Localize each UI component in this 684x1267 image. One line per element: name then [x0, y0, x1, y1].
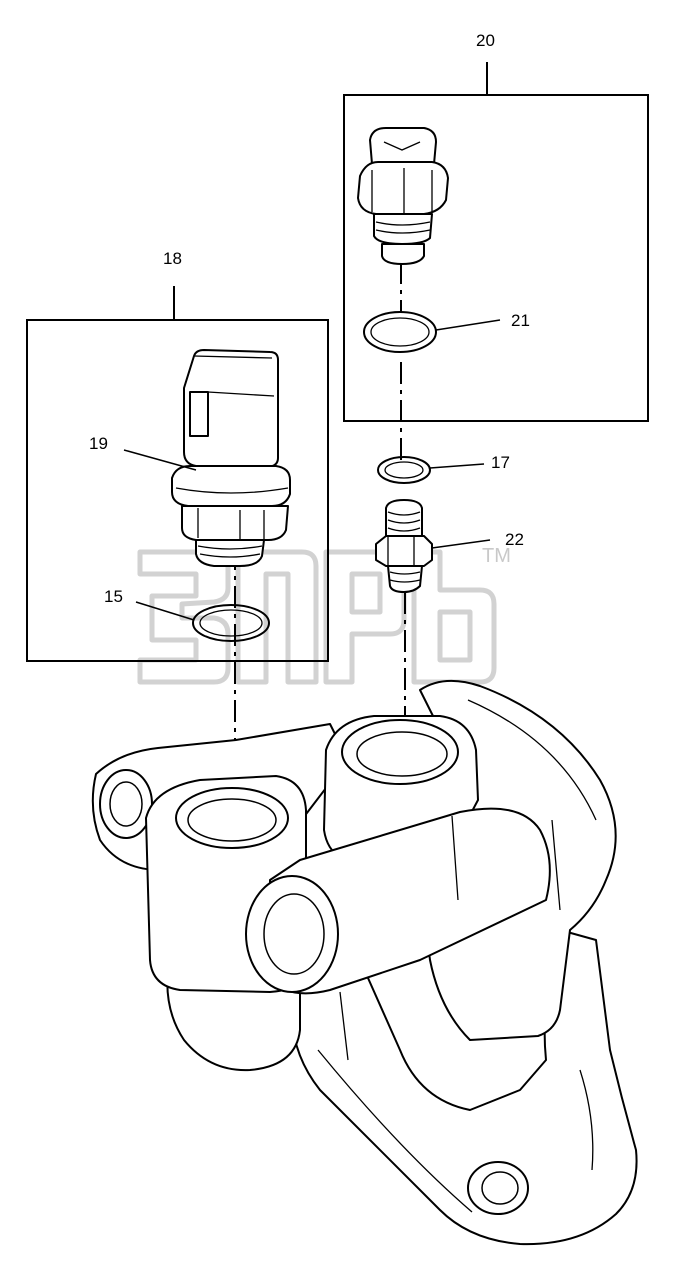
kit-box-18 — [26, 286, 329, 662]
callout-20: 20 — [476, 31, 495, 50]
callout-17: 17 — [491, 453, 510, 472]
o-ring-15-part — [135, 601, 270, 642]
o-ring-21-part — [363, 311, 501, 353]
callout-18: 18 — [163, 249, 182, 268]
temperature-sensor-part — [357, 127, 449, 265]
callout-21: 21 — [511, 311, 530, 330]
pressure-switch-part — [123, 349, 291, 567]
callout-labels: 20 18 21 19 17 22 15 — [89, 31, 530, 606]
callout-22: 22 — [505, 530, 524, 549]
kit-box-20 — [343, 62, 649, 422]
callout-19: 19 — [89, 434, 108, 453]
callout-15: 15 — [104, 587, 123, 606]
adapter-fitting-part — [375, 499, 491, 593]
housing-bracket-part — [91, 679, 638, 1246]
watermark-trademark: TM — [482, 545, 511, 567]
o-ring-17-part — [377, 456, 485, 484]
